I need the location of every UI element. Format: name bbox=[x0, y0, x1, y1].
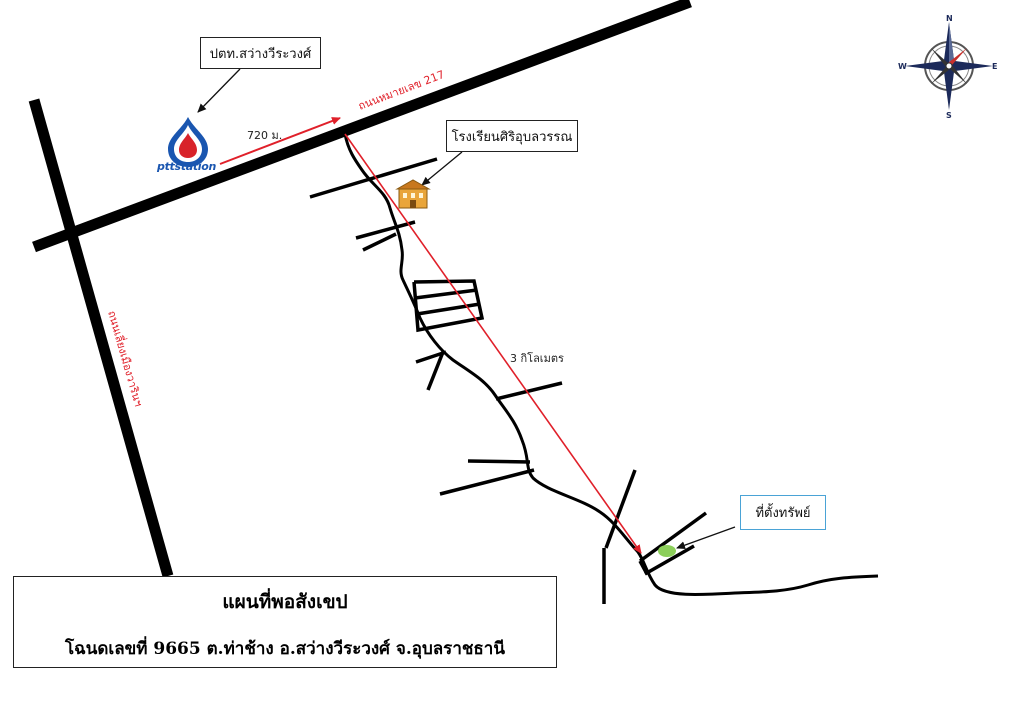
ptt-callout-label: ปตท.สว่างวีระวงศ์ bbox=[209, 46, 312, 62]
side-road-5 bbox=[426, 351, 445, 391]
side-road-block bbox=[412, 279, 485, 333]
distance-3km-label: 3 กิโลเมตร bbox=[510, 351, 564, 365]
property-road-3 bbox=[638, 560, 649, 575]
side-road-2 bbox=[355, 220, 416, 240]
compass-s: S bbox=[946, 111, 952, 120]
map-title: แผนที่พอสังเขป bbox=[222, 591, 348, 613]
bypass-road bbox=[28, 98, 174, 578]
side-road-1 bbox=[309, 157, 438, 199]
property-road-2 bbox=[644, 544, 695, 576]
side-road-8 bbox=[439, 468, 535, 496]
property-callout-label: ที่ตั้งทรัพย์ bbox=[755, 506, 811, 521]
side-road-block-mid-2 bbox=[416, 302, 481, 316]
side-road-9 bbox=[604, 469, 637, 549]
school-icon bbox=[395, 179, 431, 209]
side-road-7 bbox=[467, 459, 531, 464]
school-callout: โรงเรียนศิริอุบลวรรณ bbox=[446, 120, 578, 152]
route-arrow-720m bbox=[219, 117, 341, 165]
property-road-1 bbox=[638, 511, 708, 563]
route-arrow-3km bbox=[344, 133, 642, 554]
side-road-block-mid-1 bbox=[414, 288, 478, 300]
highway-217-road bbox=[32, 0, 692, 253]
compass-e: E bbox=[992, 62, 997, 71]
side-road-3 bbox=[362, 232, 397, 252]
ptt-callout-pointer bbox=[197, 68, 241, 113]
distance-720m-label: 720 ม. bbox=[247, 129, 282, 142]
compass-n: N bbox=[946, 14, 953, 23]
winding-local-road bbox=[343, 133, 879, 597]
compass-rose: N S E W bbox=[898, 14, 997, 120]
ptt-station-logo-icon bbox=[168, 117, 208, 167]
property-marker bbox=[658, 545, 676, 557]
side-road-6 bbox=[495, 381, 563, 401]
property-callout: ที่ตั้งทรัพย์ bbox=[740, 495, 826, 530]
map-subtitle: โฉนดเลขที่ 9665 ต.ท่าช้าง อ.สว่างวีระวงศ… bbox=[65, 639, 505, 659]
map-title-box: แผนที่พอสังเขป โฉนดเลขที่ 9665 ต.ท่าช้าง… bbox=[13, 576, 557, 668]
school-callout-pointer bbox=[421, 151, 463, 186]
school-callout-label: โรงเรียนศิริอุบลวรรณ bbox=[451, 129, 573, 145]
ptt-callout: ปตท.สว่างวีระวงศ์ bbox=[200, 37, 321, 69]
ptt-station-wordmark: pttstation bbox=[157, 160, 217, 173]
compass-w: W bbox=[898, 62, 907, 71]
property-callout-pointer bbox=[676, 526, 736, 550]
